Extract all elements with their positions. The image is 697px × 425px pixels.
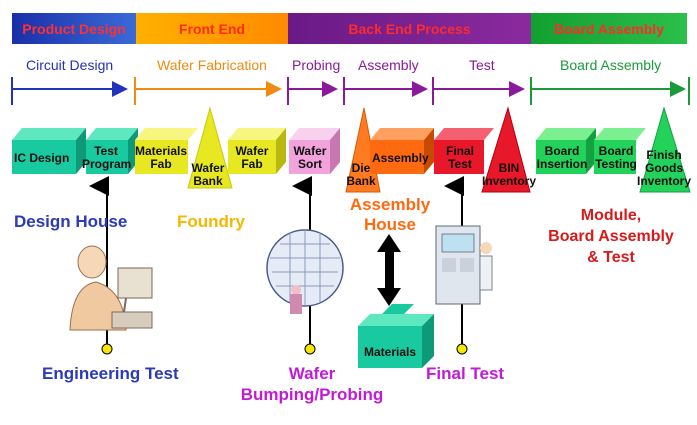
stage-wafer-fabrication: Wafer Fabrication	[157, 57, 267, 73]
label-die-bank-line1: Die	[351, 161, 371, 175]
block-materials	[358, 304, 434, 368]
label-materials-fab: Materials Fab	[133, 145, 189, 171]
block-assembly	[370, 128, 434, 174]
party-module-line3: & Test	[587, 249, 635, 266]
phase-back-end: Back End Process	[288, 13, 531, 44]
label-board-testing: Board Testing	[593, 145, 639, 171]
label-materials: Materials	[364, 345, 417, 359]
test-wafer-bumping: Wafer Bumping/Probing	[238, 363, 386, 405]
label-materials-fab-line2: Fab	[150, 157, 172, 171]
label-wafer-bank: Wafer Bank	[188, 162, 228, 188]
block-final-test	[434, 128, 494, 174]
label-finish-goods-line1: Finish	[646, 148, 682, 162]
engineer-illustration	[69, 245, 153, 331]
label-final-test: Final Test	[436, 145, 484, 171]
stage-board-assembly: Board Assembly	[560, 57, 662, 73]
block-wafer-sort	[289, 128, 340, 174]
label-board-insertion: Board Insertion	[536, 145, 588, 171]
party-module: Module, Board Assembly & Test	[540, 205, 682, 268]
label-finish-goods-line2: Goods	[645, 161, 683, 175]
label-bin-inventory: BIN Inventory	[480, 162, 538, 188]
block-ic-design	[12, 128, 86, 174]
phase-front-end-label: Front End	[178, 20, 246, 37]
label-die-bank-line2: Bank	[346, 174, 376, 188]
test-wafer-bumping-line2: Bumping/Probing	[240, 385, 384, 404]
test-wafer-bumping-line1: Wafer	[288, 364, 336, 383]
party-assembly-house: Assembly House	[340, 195, 440, 235]
party-assembly-house-line1: Assembly	[349, 195, 431, 214]
phase-product-design: Product Design	[12, 13, 136, 44]
label-wafer-fab-line2: Fab	[241, 157, 263, 171]
label-test-program-line1: Test	[94, 144, 118, 158]
test-engineering: Engineering Test	[42, 364, 179, 383]
stage-test: Test	[469, 57, 495, 73]
block-board-insertion	[536, 128, 596, 174]
label-wafer-fab-line1: Wafer	[235, 144, 269, 158]
stage-arrows	[11, 77, 690, 105]
party-assembly-house-line2: House	[364, 215, 416, 234]
stage-circuit-design: Circuit Design	[26, 57, 114, 73]
phase-board-assembly-label: Board Assembly	[554, 20, 664, 37]
label-wafer-sort-line2: Sort	[298, 157, 322, 171]
label-wafer-fab: Wafer Fab	[230, 145, 274, 171]
label-final-test-line1: Final	[445, 144, 474, 158]
stage-assembly: Assembly	[358, 57, 419, 73]
party-module-line1: Module,	[580, 207, 642, 224]
label-board-testing-line1: Board	[598, 144, 634, 158]
tester-illustration	[435, 225, 493, 305]
label-wafer-bank-line1: Wafer	[191, 161, 225, 175]
label-die-bank: Die Bank	[343, 162, 379, 188]
label-wafer-bank-line2: Bank	[193, 174, 223, 188]
party-design-house: Design House	[14, 212, 128, 231]
label-bin-inventory-line1: BIN	[498, 161, 520, 175]
label-bin-inventory-line2: Inventory	[481, 174, 536, 188]
label-finish-goods-line3: Inventory	[636, 174, 691, 188]
label-board-testing-line2: Testing	[595, 157, 637, 171]
phase-back-end-label: Back End Process	[348, 20, 471, 37]
label-assembly: Assembly	[372, 151, 429, 165]
phase-front-end: Front End	[136, 13, 288, 44]
triangle-bin-inventory	[481, 106, 531, 193]
wafer-illustration	[266, 229, 344, 314]
test-final: Final Test	[426, 364, 505, 383]
label-final-test-line2: Test	[448, 157, 472, 171]
triangle-finish-goods	[639, 106, 691, 193]
label-materials-fab-line1: Materials	[134, 144, 188, 158]
phase-product-design-label: Product Design	[22, 20, 126, 37]
label-test-program-line2: Program	[82, 157, 132, 171]
label-wafer-sort: Wafer Sort	[289, 145, 331, 171]
label-test-program: Test Program	[82, 144, 132, 171]
party-foundry: Foundry	[177, 212, 245, 231]
label-finish-goods: Finish Goods Inventory	[634, 149, 694, 188]
stage-probing: Probing	[292, 57, 341, 73]
label-board-insertion-line2: Insertion	[536, 157, 588, 171]
block-wafer-fab	[228, 128, 286, 174]
party-module-line2: Board Assembly	[548, 228, 674, 245]
block-board-testing	[594, 128, 646, 174]
block-materials-fab	[135, 128, 198, 174]
label-ic-design: IC Design	[14, 151, 70, 165]
label-wafer-sort-line1: Wafer	[293, 144, 327, 158]
triangle-wafer-bank	[187, 106, 233, 189]
double-arrow	[377, 234, 401, 306]
phase-board-assembly: Board Assembly	[531, 13, 687, 44]
label-board-insertion-line1: Board	[544, 144, 580, 158]
